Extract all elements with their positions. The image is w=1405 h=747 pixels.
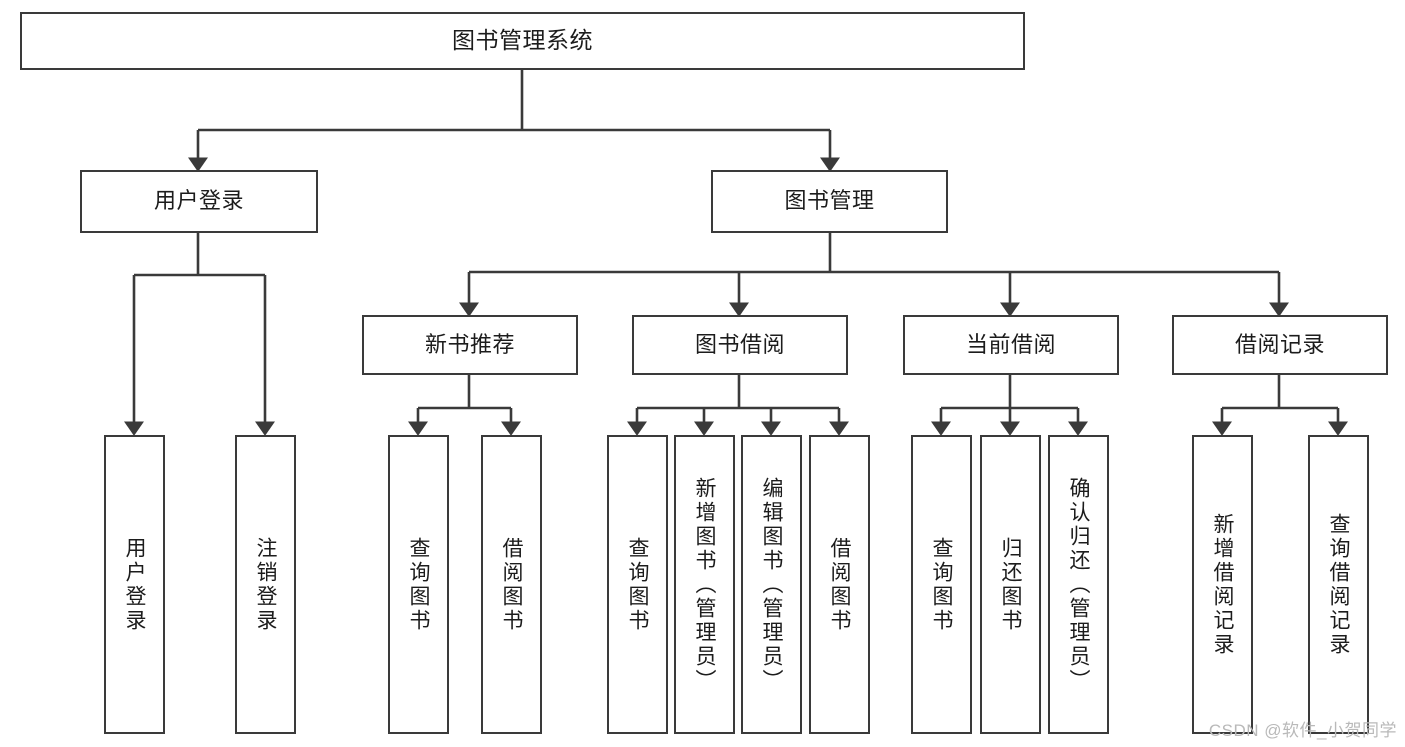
leaf-current-borrow-return[interactable]: 归还图书 xyxy=(980,435,1041,734)
node-current-borrow[interactable]: 当前借阅 xyxy=(903,315,1119,375)
node-label: 用户登录 xyxy=(153,188,244,214)
leaf-borrow-record-query[interactable]: 查询借阅记录 xyxy=(1308,435,1369,734)
node-borrow-record[interactable]: 借阅记录 xyxy=(1172,315,1388,375)
node-label: 归还图书 xyxy=(999,536,1022,633)
node-label: 查询图书 xyxy=(407,536,430,633)
node-user-login[interactable]: 用户登录 xyxy=(80,170,318,233)
node-label: 新书推荐 xyxy=(424,331,515,357)
leaf-user-login-logout[interactable]: 注销登录 xyxy=(235,435,296,734)
node-label: 查询图书 xyxy=(626,536,649,633)
node-label: 借阅图书 xyxy=(828,536,851,633)
leaf-current-borrow-confirm-return[interactable]: 确认归还（管理员） xyxy=(1048,435,1109,734)
node-label: 图书借阅 xyxy=(694,331,785,357)
node-label: 图书管理 xyxy=(784,188,875,214)
node-label: 当前借阅 xyxy=(965,331,1056,357)
leaf-borrow-record-add[interactable]: 新增借阅记录 xyxy=(1192,435,1253,734)
node-new-book-recommend[interactable]: 新书推荐 xyxy=(362,315,578,375)
leaf-book-borrow-borrow[interactable]: 借阅图书 xyxy=(809,435,870,734)
leaf-current-borrow-query[interactable]: 查询图书 xyxy=(911,435,972,734)
leaf-book-borrow-query[interactable]: 查询图书 xyxy=(607,435,668,734)
node-book-management[interactable]: 图书管理 xyxy=(711,170,948,233)
node-label: 用户登录 xyxy=(123,536,146,633)
node-label: 图书管理系统 xyxy=(452,27,593,54)
node-label: 新增借阅记录 xyxy=(1211,512,1234,657)
leaf-book-borrow-add[interactable]: 新增图书（管理员） xyxy=(674,435,735,734)
node-label: 注销登录 xyxy=(254,536,277,633)
leaf-new-book-borrow[interactable]: 借阅图书 xyxy=(481,435,542,734)
node-label: 借阅记录 xyxy=(1234,331,1325,357)
node-root-system[interactable]: 图书管理系统 xyxy=(20,12,1025,70)
node-book-borrow[interactable]: 图书借阅 xyxy=(632,315,848,375)
watermark-text: CSDN @软件_小贺同学 xyxy=(1208,721,1397,740)
node-label: 查询图书 xyxy=(930,536,953,633)
leaf-user-login-login[interactable]: 用户登录 xyxy=(104,435,165,734)
node-label: 新增图书（管理员） xyxy=(693,476,716,693)
node-label: 查询借阅记录 xyxy=(1327,512,1350,657)
leaf-book-borrow-edit[interactable]: 编辑图书（管理员） xyxy=(741,435,802,734)
node-label: 借阅图书 xyxy=(500,536,523,633)
node-label: 确认归还（管理员） xyxy=(1067,476,1090,693)
leaf-new-book-query[interactable]: 查询图书 xyxy=(388,435,449,734)
node-label: 编辑图书（管理员） xyxy=(760,476,783,693)
